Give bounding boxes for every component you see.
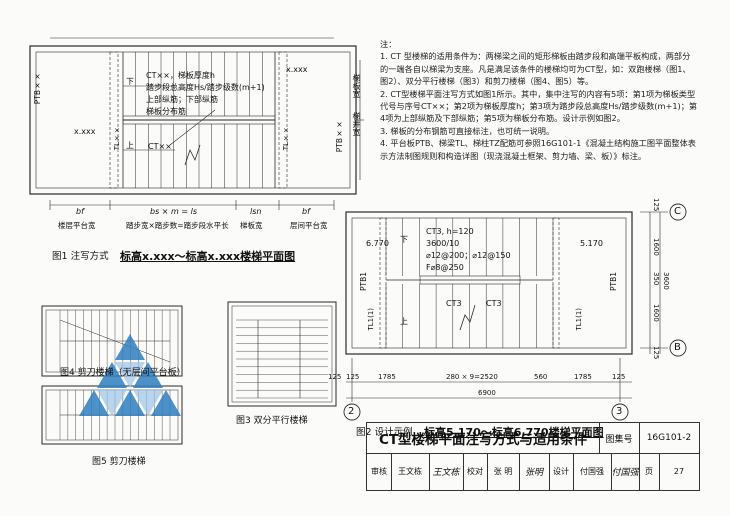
fig2-dim-r350: 350 xyxy=(652,272,660,286)
design-notes: 注： 1. CT 型楼梯的适用条件为：两梯梁之间的矩形梯板由踏步段和高端平板构成… xyxy=(380,38,698,162)
check-label: 校对 xyxy=(463,453,488,490)
fig1-caption-pre: 图1 注写方式 xyxy=(52,251,109,262)
fig2-ct-line-2: 3600/10 xyxy=(426,239,460,248)
fig2-up: 上 xyxy=(400,317,408,326)
fig2-dim-total: 6900 xyxy=(478,389,496,397)
fig2-caption-pre: 图2 设计示例 xyxy=(356,427,413,438)
fig2-ct-line-4: F⌀8@250 xyxy=(426,263,464,272)
fig2-ct-line-3: ⌀12@200；⌀12@150 xyxy=(426,251,511,260)
fig2-dim-right-total: 3600 xyxy=(662,272,670,290)
fig1-elev-upper: x.xxx xyxy=(286,65,308,74)
reviewer-name: 王文栋 xyxy=(391,453,430,490)
fig1-bottom-left: 楼层平台宽 xyxy=(58,221,96,230)
fig2-dim-560: 560 xyxy=(534,373,548,381)
fig2-dim-1785b: 1785 xyxy=(574,373,592,381)
fig2-dim-125a: 125 xyxy=(346,373,360,381)
note-4: 4. 平台板PTB、梯梁TL、梯柱TZ配筋可参照16G101-1《混凝土结构施工… xyxy=(380,138,696,161)
review-label: 审核 xyxy=(367,453,392,490)
design-label: 设计 xyxy=(549,453,574,490)
fig1-bottom-right-b: 层间平台宽 xyxy=(290,221,328,230)
page-label: 页 xyxy=(639,453,660,490)
fig2-dim-1785a: 1785 xyxy=(378,373,396,381)
fig1-dim-bf: bf xyxy=(76,207,84,216)
fig1-bottom-right-a: 梯板宽 xyxy=(240,221,263,230)
fig2-caption-main: 标高5.170～标高6.770楼梯平面图 xyxy=(424,426,604,439)
fig2-axis-b: B xyxy=(674,342,681,353)
page-number: 27 xyxy=(673,467,685,476)
note-2: 2. CT型楼梯平面注写方式如图1所示。其中，集中注写的内容有5项：第1项为梯板… xyxy=(380,88,698,124)
fig1-label-ctshort: CT×× xyxy=(148,142,172,151)
checker-name: 张 明 xyxy=(487,453,520,490)
fig1-label-rebar: 上部纵筋；下部纵筋 xyxy=(146,95,218,104)
fig2-dim-r125b: 125 xyxy=(652,346,660,360)
fig1-elev-lower: x.xxx xyxy=(74,127,96,136)
fig1-dim-lsn: lsn xyxy=(250,207,262,216)
fig1-dim-bs: bs × m = ls xyxy=(150,207,198,216)
fig2-dim-125b: 125 xyxy=(612,373,626,381)
fig2-ct-line-1: CT3, h=120 xyxy=(426,227,474,236)
fig2-dim-r1600a: 1600 xyxy=(652,238,660,256)
fig2-axis-2: 2 xyxy=(348,406,355,417)
fig2-axis-c: C xyxy=(674,206,681,217)
fig2-axis-3: 3 xyxy=(616,406,623,417)
fig1-caption-main: 标高x.xxx～标高x.xxx楼梯平面图 xyxy=(120,250,296,263)
fig2-dim-r125a: 125 xyxy=(652,198,660,212)
fig1-label-dist: 梯板分布筋 xyxy=(146,107,186,116)
reviewer-signature: 王文栋 xyxy=(429,453,464,490)
fig1-down: 下 xyxy=(126,77,134,86)
fig1-bottom-mid: 踏步宽×踏步数=踏步段水平长 xyxy=(126,221,229,230)
fig1-label-ct: CT××，梯板厚度h xyxy=(146,71,215,80)
fig1-up: 上 xyxy=(126,141,134,150)
fig2-elev-right: 5.170 xyxy=(580,239,603,248)
signature-row: 审核 王文栋 王文栋 校对 张 明 张明 设计 付国强 付国强 页 27 xyxy=(367,453,699,490)
title-block: CT型楼梯平面注写方式与适用条件 图集号 16G101-2 审核 王文栋 王文栋… xyxy=(366,422,700,491)
fig1-stair-slab-width: 梯板宽 xyxy=(352,74,361,98)
atlas-label: 图集号 xyxy=(599,423,640,454)
fig5-caption: 图5 剪刀楼梯 xyxy=(92,457,146,467)
fig2-down: 下 xyxy=(400,235,408,244)
note-3: 3. 梯板的分布钢筋可直接标注，也可统一说明。 xyxy=(380,125,555,136)
fig2-dim-r1600b: 1600 xyxy=(652,304,660,322)
fig1-label-step: 踏步段总高度Hs/踏步级数(m+1) xyxy=(146,83,265,92)
fig2-dim-left-small: 125 xyxy=(328,373,342,381)
fig2-dim-treads: 280 × 9=2520 xyxy=(446,373,498,381)
atlas-number: 16G101-2 xyxy=(639,423,699,454)
fig2-ct3-b: CT3 xyxy=(486,299,502,308)
fig2-elev-left: 6.770 xyxy=(366,239,389,248)
fig4-caption: 图4 剪刀楼梯（无层间平台板） xyxy=(60,368,186,378)
fig2-ct3-a: CT3 xyxy=(446,299,462,308)
sheet-title: CT型楼梯平面注写方式与适用条件 xyxy=(367,423,600,454)
note-heading: 注： xyxy=(380,39,397,49)
note-1: 1. CT 型楼梯的适用条件为：两梯梁之间的矩形梯板由踏步段和高端平板构成，两部… xyxy=(380,51,691,87)
designer-signature: 付国强 xyxy=(611,453,640,490)
checker-signature: 张明 xyxy=(519,453,550,490)
fig3-caption: 图3 双分平行楼梯 xyxy=(236,416,308,426)
fig1-dim-bf2: bf xyxy=(302,207,310,216)
designer-name: 付国强 xyxy=(573,453,612,490)
fig1-well-width: 梯井宽 xyxy=(352,112,361,136)
